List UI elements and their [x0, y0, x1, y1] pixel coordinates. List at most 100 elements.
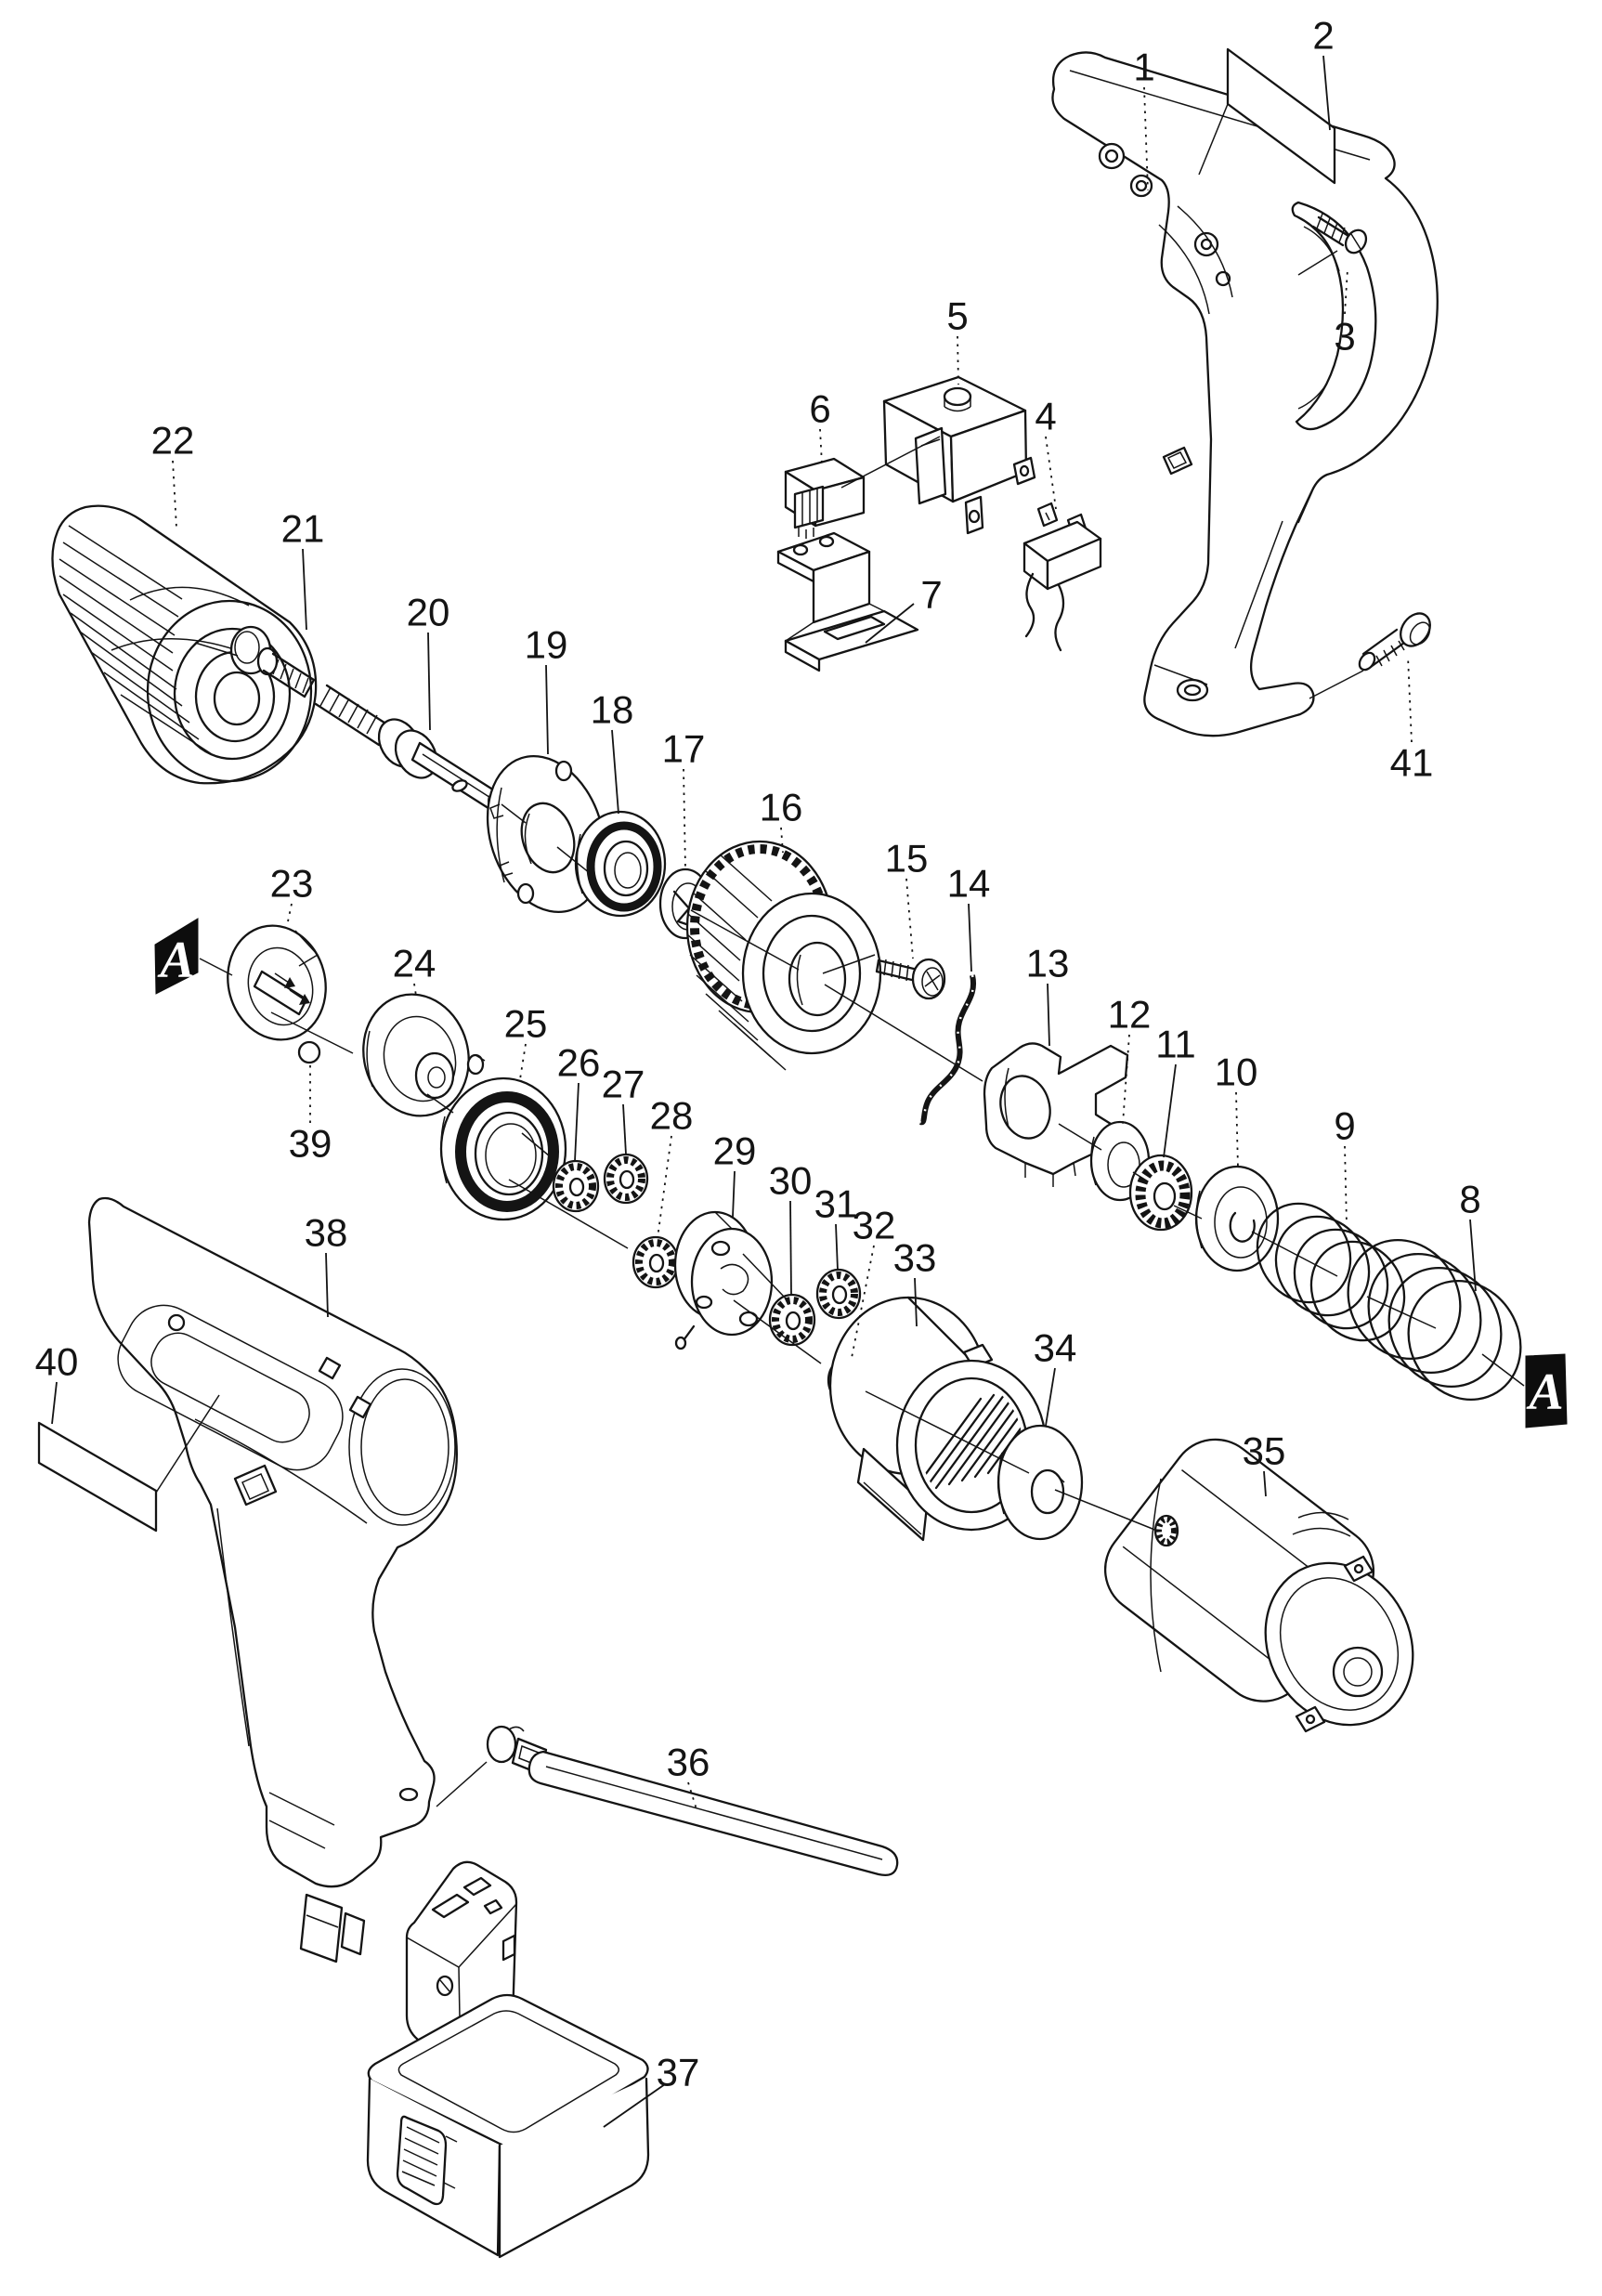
part-number-26: 26	[557, 1041, 601, 1085]
leader-line-38	[325, 1252, 329, 1318]
part-5-switch	[882, 375, 1036, 535]
part-number-5: 5	[946, 294, 968, 338]
leader-line-27	[622, 1103, 627, 1155]
axis-lines	[194, 642, 1525, 2128]
part-number-29: 29	[713, 1129, 757, 1173]
leader-line-40	[51, 1381, 58, 1425]
leader-line-34	[1045, 1367, 1056, 1427]
part-4-terminal-block	[1022, 502, 1102, 652]
leader-line-19	[545, 664, 549, 755]
leader-line-30	[789, 1200, 792, 1296]
leader-line-25	[519, 1043, 527, 1080]
leader-line-41	[1407, 655, 1413, 743]
detail-marker-letter: A	[157, 932, 194, 989]
part-number-10: 10	[1215, 1050, 1258, 1094]
part-number-25: 25	[504, 1002, 548, 1046]
part-number-8: 8	[1459, 1178, 1480, 1221]
part-18-bearing	[574, 810, 667, 918]
part-number-34: 34	[1034, 1326, 1077, 1370]
part-number-16: 16	[760, 786, 803, 829]
leader-line-35	[1263, 1470, 1267, 1497]
part-23-cam-ring	[227, 924, 327, 1041]
leader-line-14	[968, 903, 972, 972]
leader-line-33	[914, 1277, 918, 1327]
part-31-gear	[815, 1268, 862, 1320]
leader-line-7	[865, 603, 915, 644]
leader-line-20	[427, 632, 431, 731]
leader-line-9	[1344, 1145, 1348, 1225]
part-number-40: 40	[35, 1340, 79, 1384]
leader-line-18	[611, 729, 619, 815]
part-number-17: 17	[662, 727, 706, 771]
part-number-11: 11	[1155, 1023, 1196, 1066]
leader-line-26	[574, 1082, 580, 1162]
leader-line-29	[732, 1170, 736, 1218]
leader-line-10	[1235, 1091, 1239, 1169]
part-number-7: 7	[920, 573, 942, 617]
part-number-38: 38	[305, 1211, 348, 1255]
part-number-4: 4	[1035, 395, 1056, 438]
detail-marker-left	[154, 918, 199, 995]
part-11-toothed-washer	[1128, 1154, 1193, 1232]
part-29-planet-carrier	[673, 1210, 774, 1350]
part-6-plate	[784, 436, 941, 539]
part-number-13: 13	[1026, 942, 1070, 985]
part-25-bearing	[439, 1076, 567, 1221]
part-number-27: 27	[602, 1063, 645, 1106]
part-21-chuck-screw	[229, 625, 316, 698]
part-38-body-half	[87, 1196, 458, 1963]
part-number-23: 23	[270, 862, 314, 906]
part-number-21: 21	[281, 507, 325, 551]
leader-line-15	[905, 878, 914, 959]
part-28-planet-gear	[632, 1235, 680, 1289]
part-1-housing-half	[1051, 51, 1439, 737]
leader-line-2	[1322, 55, 1331, 131]
leader-line-8	[1469, 1219, 1477, 1292]
part-30-gear	[768, 1293, 816, 1347]
part-7-bracket	[776, 531, 919, 672]
part-number-30: 30	[769, 1159, 813, 1203]
part-number-12: 12	[1108, 993, 1152, 1037]
detail-marker-right	[1525, 1353, 1568, 1428]
leader-line-24	[413, 983, 417, 997]
part-number-18: 18	[591, 688, 634, 732]
part-15-screw	[875, 958, 946, 1000]
part-14-wire-spring	[918, 974, 977, 1126]
leader-line-22	[172, 460, 177, 528]
part-34-washer	[996, 1424, 1084, 1541]
part-26-planet-gear	[552, 1159, 600, 1213]
part-number-31: 31	[814, 1182, 858, 1226]
part-number-9: 9	[1334, 1104, 1355, 1148]
part-number-28: 28	[650, 1094, 694, 1138]
part-39-ball	[297, 1040, 321, 1064]
part-number-1: 1	[1133, 46, 1154, 89]
part-41-screw	[1309, 612, 1431, 699]
part-16-gear-drum	[685, 840, 882, 1071]
part-number-22: 22	[151, 419, 195, 463]
part-number-14: 14	[947, 862, 991, 906]
part-number-15: 15	[885, 837, 929, 881]
leader-line-1	[1143, 86, 1149, 191]
part-8-spring	[1347, 1238, 1522, 1402]
leader-line-13	[1047, 983, 1050, 1047]
leader-line-31	[835, 1223, 839, 1272]
part-22-chuck	[51, 504, 318, 785]
part-37-battery	[366, 1860, 650, 2259]
part-number-36: 36	[667, 1741, 710, 1784]
detail-marker-letter: A	[1526, 1363, 1563, 1421]
part-number-37: 37	[657, 2051, 700, 2094]
part-number-33: 33	[893, 1236, 937, 1280]
leader-line-21	[302, 548, 307, 631]
leader-line-37	[603, 2083, 666, 2128]
part-number-20: 20	[407, 591, 450, 634]
part-number-6: 6	[809, 387, 830, 431]
part-36-strap	[486, 1725, 899, 1877]
part-13-cam-plate	[983, 1042, 1129, 1187]
labels-layer: 1234567891011121314151617181920212223242…	[35, 14, 1568, 2128]
leader-line-11	[1163, 1063, 1177, 1158]
part-2-nameplate	[1198, 47, 1336, 185]
leader-line-17	[683, 768, 686, 870]
leader-line-6	[819, 428, 823, 465]
